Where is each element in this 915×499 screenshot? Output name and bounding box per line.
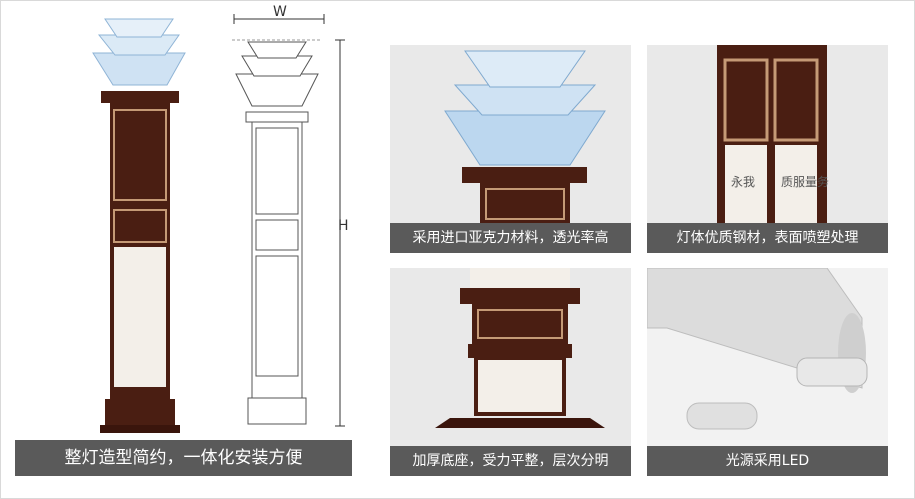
- panel-base: 加厚底座，受力平整，层次分明: [390, 268, 631, 476]
- width-label: W: [273, 4, 287, 20]
- panel-caption: 灯体优质钢材，表面喷塑处理: [647, 223, 888, 253]
- acrylic-lens-image: [444, 50, 606, 223]
- detail-text-left: 永我: [731, 175, 756, 189]
- panel-steel-body: 永我 质服量务 灯体优质钢材，表面喷塑处理: [647, 45, 888, 253]
- led-tube-image: [647, 268, 888, 446]
- panel-caption: 光源采用LED: [647, 446, 888, 476]
- main-caption: 整灯造型简约，一体化安装方便: [15, 440, 352, 476]
- steel-body-image: [717, 45, 827, 223]
- lamp-photo: [92, 18, 186, 433]
- panel-caption: 加厚底座，受力平整，层次分明: [390, 446, 631, 476]
- panel-led: 光源采用LED: [647, 268, 888, 476]
- panel-caption: 采用进口亚克力材料，透光率高: [390, 223, 631, 253]
- lamp-line-drawing: [232, 39, 320, 425]
- height-dimension-line: [335, 39, 345, 427]
- height-label: H: [338, 218, 349, 234]
- detail-text-right: 质服量务: [781, 175, 830, 189]
- width-dimension-line: [233, 14, 325, 24]
- base-image: [435, 268, 605, 428]
- panel-acrylic: 采用进口亚克力材料，透光率高: [390, 45, 631, 253]
